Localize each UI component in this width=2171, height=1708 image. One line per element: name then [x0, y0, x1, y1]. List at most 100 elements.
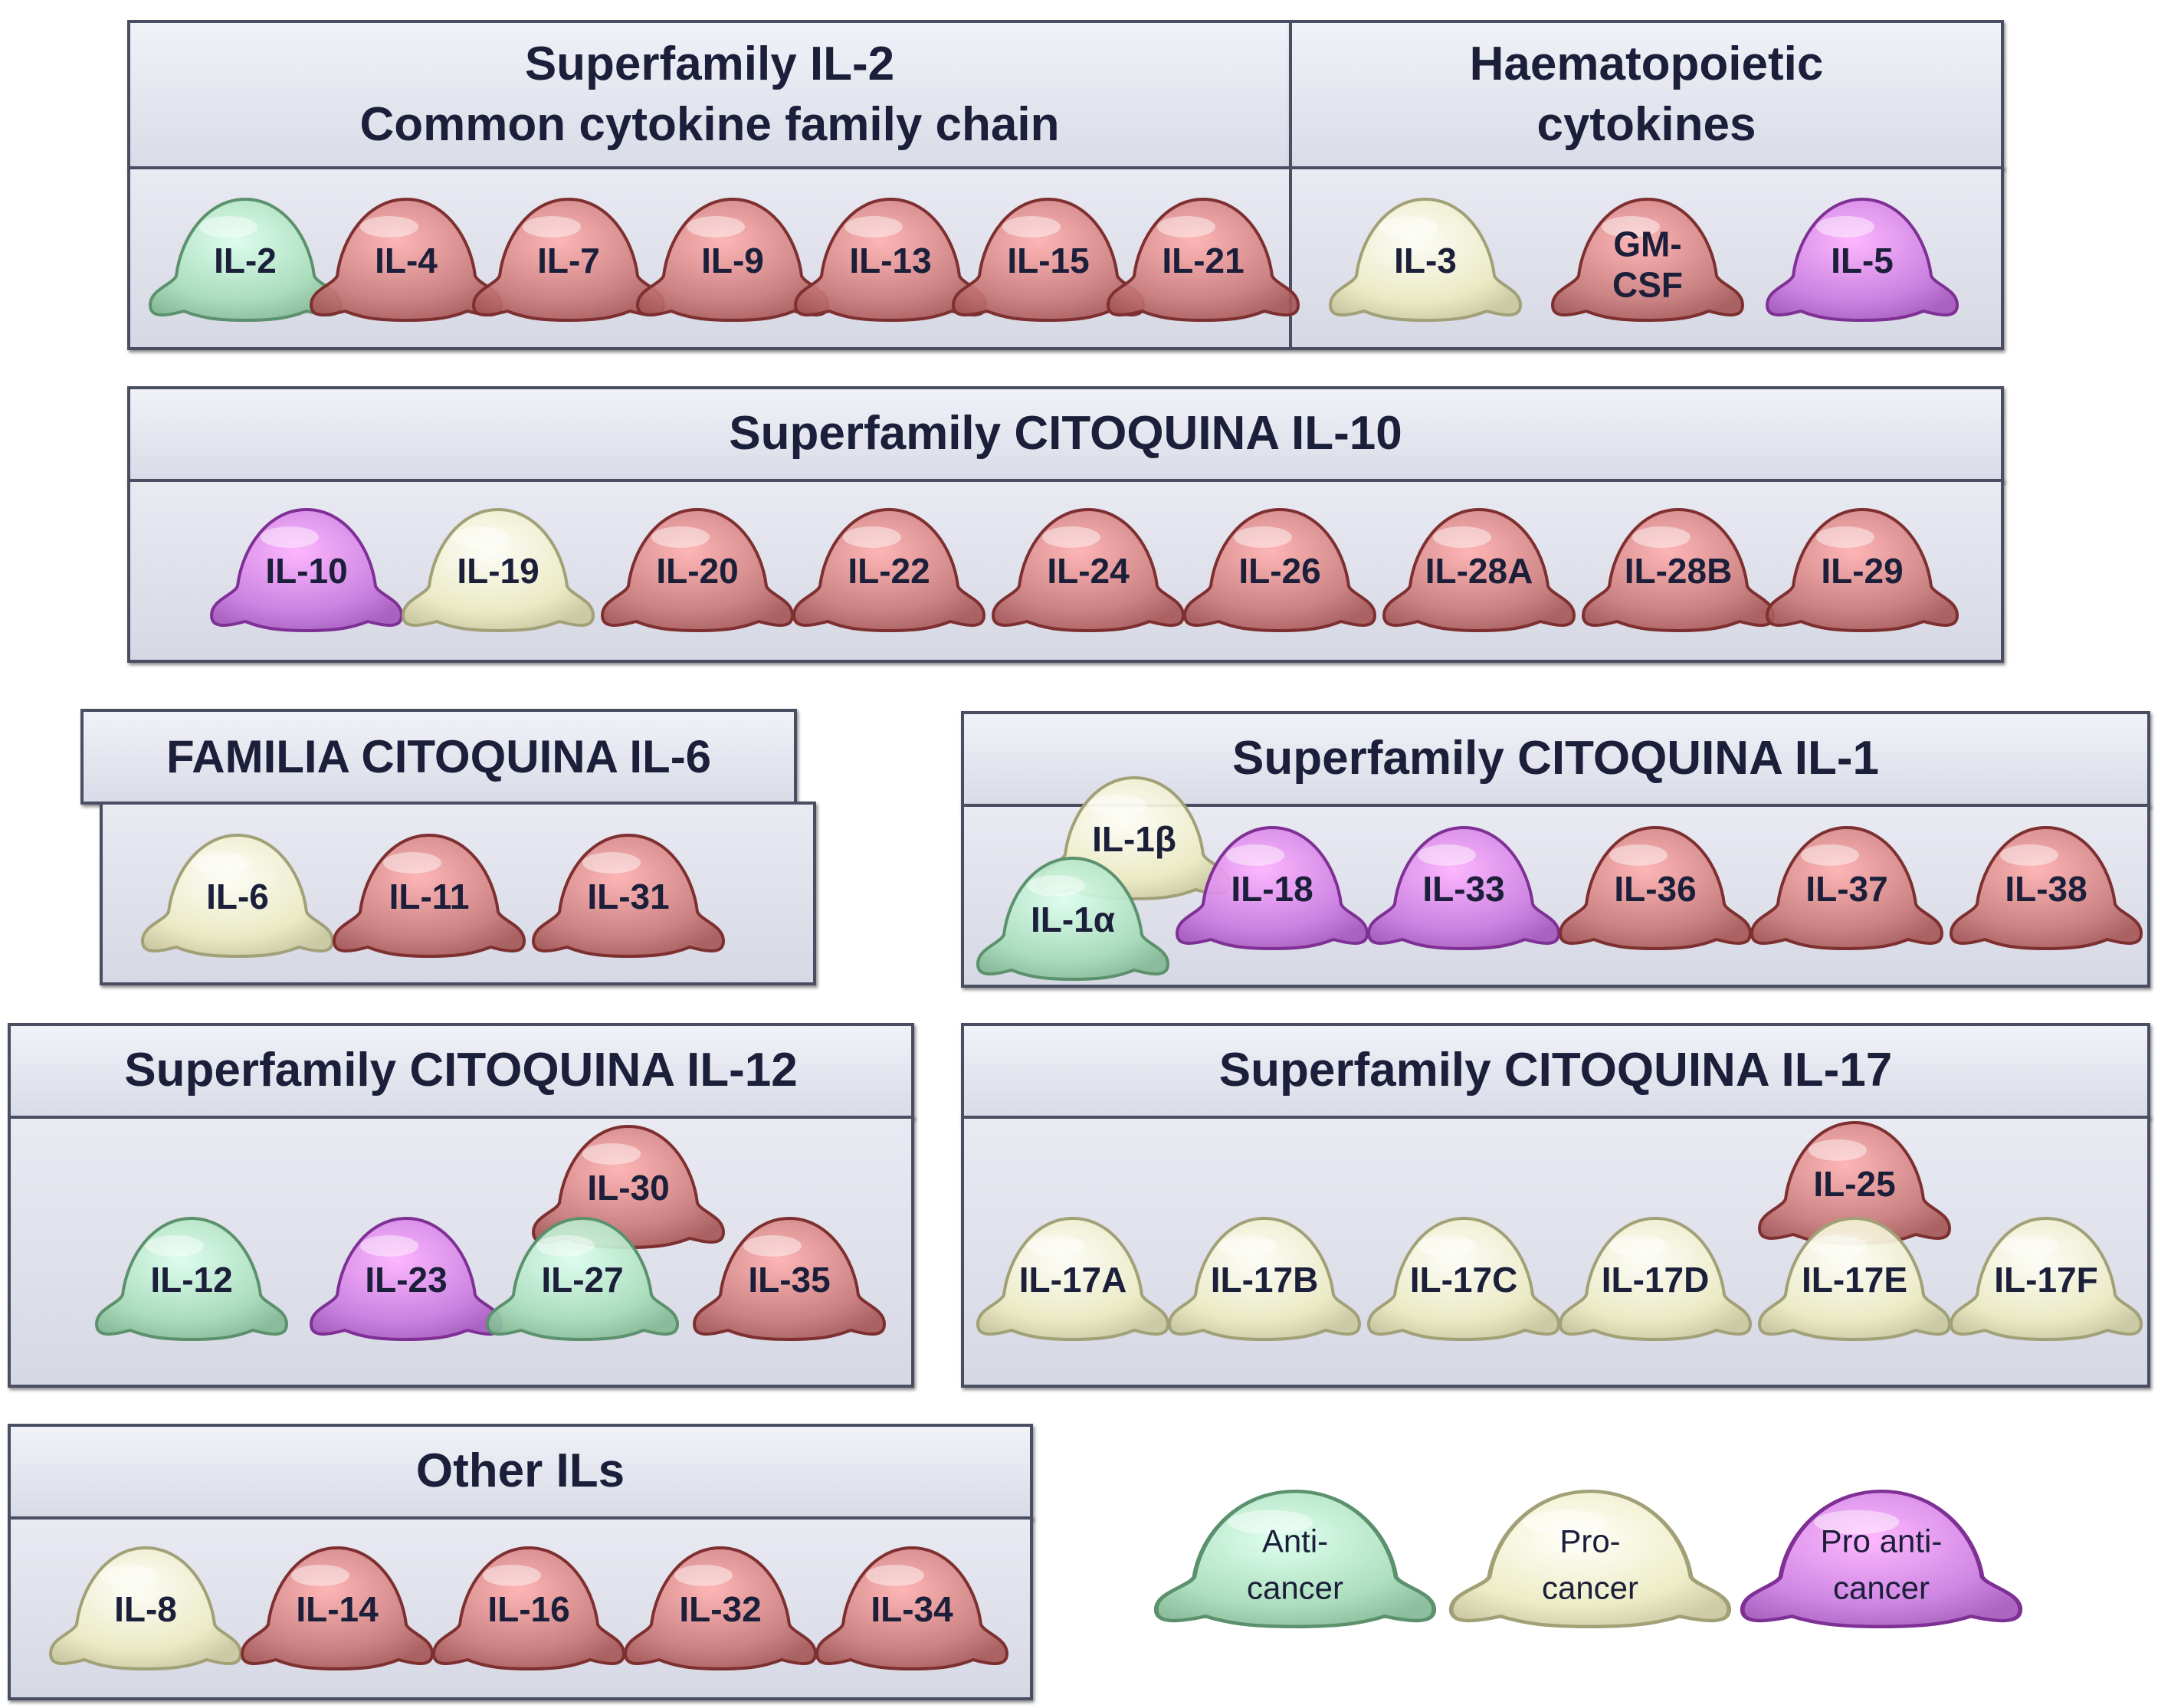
- cytokine-il-11: IL-11: [330, 828, 529, 959]
- cytokine-il-37: IL-37: [1747, 820, 1946, 951]
- cytokine-shape-icon: [140, 833, 335, 959]
- cytokine-il-17f: IL-17F: [1946, 1211, 2146, 1342]
- legend-item-yellow: Pro- cancer: [1445, 1483, 1736, 1629]
- cytokine-shape-icon: [209, 507, 404, 633]
- cytokine-label: IL-20: [656, 550, 739, 591]
- cytokine-label: IL-18: [1231, 868, 1313, 909]
- cytokine-label: IL-5: [1831, 240, 1894, 280]
- cytokine-shape-icon: [1558, 825, 1753, 951]
- cytokine-label: IL-6: [206, 876, 269, 916]
- cytokine-shape-icon: [976, 856, 1170, 982]
- cytokine-il-12: IL-12: [92, 1211, 291, 1342]
- cytokine-il-18: IL-18: [1172, 820, 1372, 951]
- il6-header: FAMILIA CITOQUINA IL-6: [80, 709, 797, 805]
- cytokine-il-17e: IL-17E: [1755, 1211, 1954, 1342]
- cytokine-shape-icon: [600, 507, 795, 633]
- cytokine-il-25: IL-25: [1755, 1115, 1954, 1246]
- cytokine-il-15: IL-15: [949, 192, 1148, 323]
- cytokine-shape-icon: [401, 507, 595, 633]
- cytokine-il-31: IL-31: [529, 828, 728, 959]
- cytokine-label: IL-33: [1422, 868, 1505, 909]
- cytokine-il-23: IL-23: [307, 1211, 506, 1342]
- cytokine-il-1α: IL-1α: [973, 851, 1172, 982]
- cytokine-label: IL-17F: [1994, 1259, 2098, 1300]
- il12-title: Superfamily CITOQUINA IL-12: [124, 1044, 798, 1097]
- cytokine-label: IL-22: [848, 550, 930, 591]
- cytokine-label: IL-17C: [1409, 1259, 1518, 1300]
- cytokine-label: IL-28A: [1425, 550, 1533, 591]
- il2-haem-divider: [1289, 166, 1292, 350]
- cytokine-shape-icon: [1757, 1120, 1952, 1246]
- cytokine-label: IL-17B: [1210, 1259, 1319, 1300]
- cytokine-label: IL-28B: [1624, 550, 1733, 591]
- cytokine-shape-icon: [1328, 197, 1523, 323]
- cytokine-label: IL-21: [1162, 240, 1245, 280]
- cytokine-shape-icon: [1558, 1216, 1753, 1342]
- cytokine-il-36: IL-36: [1556, 820, 1755, 951]
- cytokine-label: IL-27: [541, 1259, 624, 1300]
- cytokine-il-7: IL-7: [469, 192, 668, 323]
- legend-item-green: Anti- cancer: [1149, 1483, 1441, 1629]
- cytokine-label: IL-10: [265, 550, 348, 591]
- cytokine-shape-icon: [1106, 197, 1300, 323]
- cytokine-il-13: IL-13: [791, 192, 990, 323]
- cytokine-il-2: IL-2: [146, 192, 345, 323]
- cytokine-label: IL-17D: [1601, 1259, 1710, 1300]
- cytokine-shape-icon: [1366, 825, 1561, 951]
- cytokine-label: IL-3: [1394, 240, 1457, 280]
- cytokine-shape-icon: [309, 1216, 503, 1342]
- cytokine-label: IL-17A: [1018, 1259, 1127, 1300]
- cytokine-label: IL-12: [150, 1259, 233, 1300]
- cytokine-shape-icon: [94, 1216, 289, 1342]
- cytokine-shape-icon: [148, 197, 343, 323]
- cytokine-shape-icon: [976, 1216, 1170, 1342]
- cytokine-shape-icon: [1182, 507, 1377, 633]
- cytokine-shape-icon: [1750, 825, 1944, 951]
- cytokine-il-17a: IL-17A: [973, 1211, 1172, 1342]
- il17-body: [961, 1116, 2150, 1388]
- cytokine-shape-icon: [1382, 507, 1576, 633]
- cytokine-shape-icon: [793, 197, 988, 323]
- il6-title: FAMILIA CITOQUINA IL-6: [166, 730, 712, 782]
- cytokine-il-17b: IL-17B: [1165, 1211, 1364, 1342]
- cytokine-il-22: IL-22: [789, 502, 989, 633]
- il1-title: Superfamily CITOQUINA IL-1: [1231, 732, 1880, 785]
- il12-header: Superfamily CITOQUINA IL-12: [8, 1023, 914, 1119]
- il2-header: Superfamily IL-2 Common cytokine family …: [127, 20, 1292, 169]
- cytokine-label: IL-31: [587, 876, 670, 916]
- cytokine-shape-icon: [531, 833, 726, 959]
- cytokine-label: IL-23: [365, 1259, 448, 1300]
- cytokine-il-29: IL-29: [1763, 502, 1962, 633]
- cytokine-label: Pro- cancer: [1541, 1523, 1639, 1606]
- cytokine-shape-icon: [1765, 507, 1959, 633]
- cytokine-il-16: IL-16: [429, 1540, 628, 1671]
- cytokine-il-5: IL-5: [1763, 192, 1962, 323]
- cytokine-il-28b: IL-28B: [1579, 502, 1778, 633]
- cytokine-label: IL-36: [1614, 868, 1697, 909]
- il2-title: Superfamily IL-2 Common cytokine family …: [359, 38, 1060, 151]
- haem-title: Haematopoietic cytokines: [1469, 38, 1824, 151]
- cytokine-shape-icon: [1175, 825, 1369, 951]
- cytokine-label: IL-11: [389, 876, 470, 916]
- cytokine-label: IL-38: [2005, 868, 2087, 909]
- cytokine-label: IL-2: [214, 240, 277, 280]
- other-title: Other ILs: [415, 1444, 625, 1498]
- cytokine-label: IL-35: [748, 1259, 831, 1300]
- cytokine-label: IL-4: [375, 240, 438, 280]
- cytokine-label: IL-24: [1047, 550, 1130, 591]
- cytokine-il-28a: IL-28A: [1379, 502, 1579, 633]
- cytokine-shape-icon: [692, 1216, 887, 1342]
- cytokine-label: IL-1β: [1092, 818, 1176, 859]
- cytokine-label: IL-32: [679, 1588, 762, 1629]
- cytokine-shape-icon: [431, 1546, 626, 1671]
- cytokine-label: IL-17E: [1801, 1259, 1908, 1300]
- cytokine-il-19: IL-19: [398, 502, 598, 633]
- cytokine-il-21: IL-21: [1104, 192, 1303, 323]
- cytokine-shape-icon: [240, 1546, 435, 1671]
- cytokine-shape-icon: [1366, 1216, 1561, 1342]
- cytokine-il-33: IL-33: [1364, 820, 1563, 951]
- cytokine-label: IL-14: [296, 1588, 379, 1629]
- haem-header: Haematopoietic cytokines: [1289, 20, 2004, 169]
- cytokine-label: IL-34: [871, 1588, 953, 1629]
- cytokine-shape-icon: [1740, 1489, 2023, 1629]
